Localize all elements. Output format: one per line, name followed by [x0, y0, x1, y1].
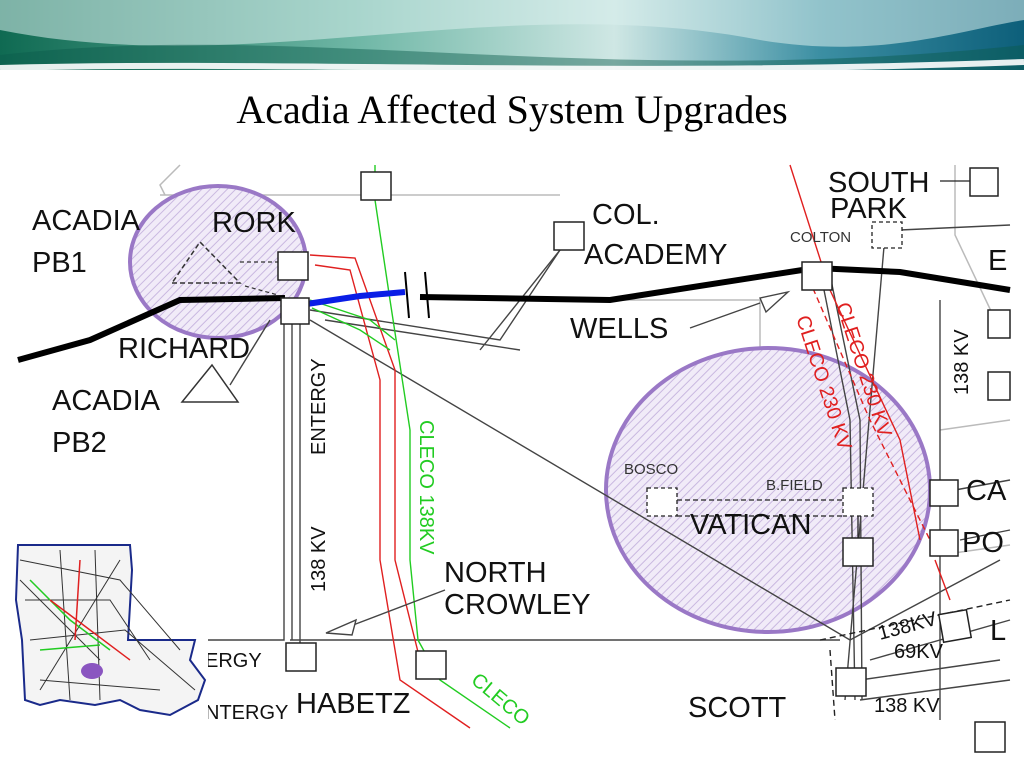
- acadia-pb2-label-line1: ACADIA: [52, 385, 161, 417]
- acadia-pb2-label-line2: PB2: [52, 427, 107, 459]
- slide-title: Acadia Affected System Upgrades: [236, 87, 788, 132]
- kv138-right-label: 138KV: [876, 608, 940, 645]
- habetz-label: HABETZ: [296, 688, 410, 720]
- bosco-label: BOSCO: [624, 461, 678, 478]
- slide-header-banner: [0, 0, 1024, 72]
- north-crowley-label-line1: NORTH: [444, 557, 547, 589]
- south-park-box-1: [969, 167, 999, 197]
- habetz-substation: [415, 650, 447, 680]
- po-substation: [929, 529, 959, 557]
- acadia-pb1-generator: [170, 240, 242, 284]
- kv138-left-label: 138 KV: [308, 526, 330, 592]
- substation-top-box: [360, 171, 392, 201]
- inset-location-marker: [81, 663, 103, 679]
- bfield-label: B.FIELD: [766, 477, 823, 494]
- rork-label: RORK: [212, 207, 296, 239]
- rork-substation: [277, 251, 309, 281]
- po-label: PO: [962, 527, 1004, 559]
- l-label: L: [990, 615, 1006, 647]
- vatican-label: VATICAN: [690, 509, 811, 541]
- kv138-right-vertical-label: 138 KV: [951, 329, 973, 395]
- scott-substation: [835, 667, 867, 697]
- richard-substation: [280, 297, 310, 325]
- l-substation: [937, 608, 973, 644]
- acadia-pb1-label-line1: ACADIA: [32, 205, 141, 237]
- richard-label: RICHARD: [118, 333, 250, 365]
- colton-substation: [871, 221, 903, 249]
- e-label: E: [988, 245, 1007, 277]
- bosco-substation: [646, 487, 678, 517]
- wells-label: WELLS: [570, 313, 668, 345]
- kv69-right-label: 69KV: [894, 641, 944, 663]
- bfield-substation: [842, 487, 874, 517]
- colton-label: COLTON: [790, 229, 851, 246]
- kv138-bottom-label: 138 KV: [874, 695, 940, 717]
- south-park-label-line1: SOUTH: [828, 167, 930, 199]
- scott-label: SCOTT: [688, 692, 787, 724]
- cleco-138kv-label: CLECO 138KV: [415, 420, 437, 555]
- ca-label: CA: [966, 475, 1007, 507]
- ca-substation: [929, 479, 959, 507]
- south-park-label-line2: PARK: [830, 193, 907, 225]
- north-crowley-label-line2: CROWLEY: [444, 589, 591, 621]
- entergy-bottom-label-1: ERGY: [205, 650, 262, 672]
- louisiana-inset-map: [14, 540, 208, 730]
- entergy-vertical-label: ENTERGY: [308, 358, 330, 455]
- entergy-bottom-label-2: NTERGY: [205, 702, 288, 724]
- acadia-pb2-generator: [180, 363, 240, 403]
- north-crowley-substation: [285, 642, 317, 672]
- right-box-1: [987, 309, 1011, 339]
- transmission-map: ACADIA PB1 RORK RICHARD ACADIA PB2 COL. …: [14, 164, 1011, 753]
- wells-substation: [801, 261, 833, 291]
- vatican-substation: [842, 537, 874, 567]
- acadia-pb1-label-line2: PB1: [32, 247, 87, 279]
- col-academy-substation: [553, 221, 585, 251]
- col-academy-label-line1: COL.: [592, 199, 660, 231]
- right-box-2: [987, 371, 1011, 401]
- right-bottom-box: [974, 721, 1006, 753]
- col-academy-label-line2: ACADEMY: [584, 239, 727, 271]
